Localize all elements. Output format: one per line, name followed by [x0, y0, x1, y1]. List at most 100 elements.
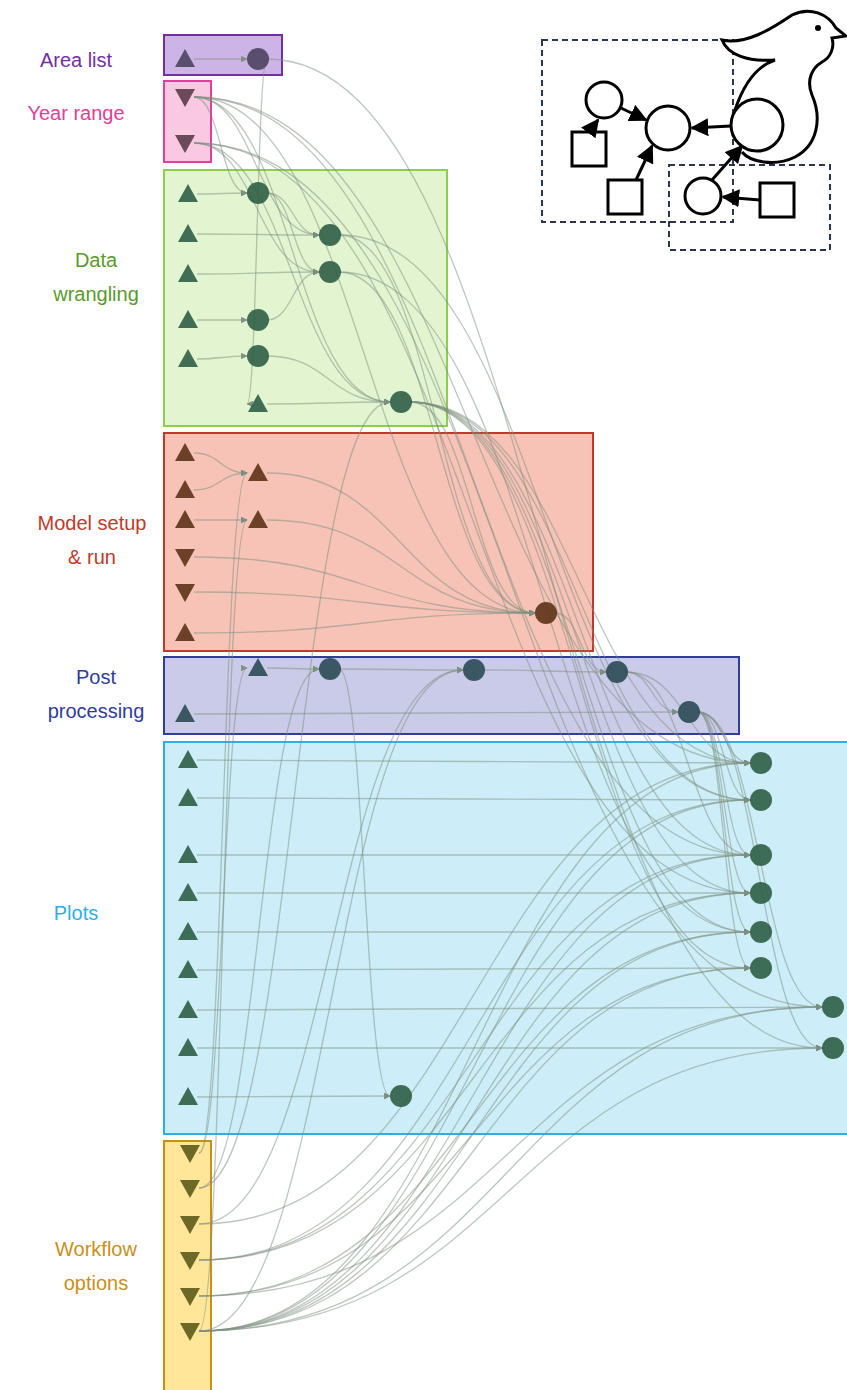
flow-line [410, 402, 750, 932]
target-triangle [178, 224, 198, 242]
group-band: Model setup & run [163, 432, 594, 652]
target-triangle [175, 89, 195, 107]
target-triangle [178, 788, 198, 806]
flow-lines [194, 59, 822, 1331]
flow-line [197, 892, 750, 893]
flow-line [199, 893, 750, 1331]
flow-line [199, 855, 750, 1260]
target-circle [750, 844, 772, 866]
target-triangle [175, 704, 195, 722]
flow-line [194, 143, 750, 893]
target-circle [750, 789, 772, 811]
target-triangle [178, 1038, 198, 1056]
logo-eye [815, 25, 821, 31]
group-label: Plots [1, 896, 151, 930]
flow-line [194, 712, 678, 714]
logo-frame [542, 40, 733, 222]
flow-line [194, 473, 247, 490]
target-triangle [178, 922, 198, 940]
target-circle [750, 921, 772, 943]
target-triangle [175, 584, 195, 602]
flow-line [199, 670, 463, 1224]
target-triangle [180, 1323, 200, 1341]
target-triangle [178, 264, 198, 282]
flow-line [194, 97, 319, 235]
target-triangle [248, 658, 268, 676]
target-triangle [178, 845, 198, 863]
target-triangle [175, 443, 195, 461]
group-label: Area list [1, 43, 151, 77]
flow-line [199, 968, 750, 1331]
logo-circle [586, 82, 622, 118]
target-triangle [178, 883, 198, 901]
flow-line [267, 59, 822, 1048]
flow-line [555, 613, 606, 672]
flow-line [698, 712, 750, 893]
flow-line [199, 800, 750, 1260]
flow-line [197, 319, 247, 320]
target-triangle [175, 623, 195, 641]
flow-line [199, 932, 750, 1296]
flow-line [194, 58, 247, 59]
flow-line [267, 668, 319, 669]
flow-line [698, 712, 822, 1007]
target-triangle [175, 510, 195, 528]
target-circle [463, 659, 485, 681]
logo-frame [669, 165, 830, 250]
flow-line [197, 1096, 390, 1097]
target-circle [319, 224, 341, 246]
flow-line [199, 473, 247, 1153]
flow-line [197, 193, 247, 194]
logo-arrow [621, 108, 646, 120]
flow-line [194, 97, 390, 402]
flow-line [339, 669, 463, 670]
target-triangle [178, 1000, 198, 1018]
target-circle [750, 752, 772, 774]
logo-arrow [636, 146, 652, 180]
target-circle [319, 261, 341, 283]
target-triangle [175, 49, 195, 67]
logo-arrow [589, 120, 598, 132]
flow-line [267, 193, 319, 235]
group-label: Model setup & run [33, 506, 151, 574]
flow-line [339, 272, 750, 932]
target-triangle [180, 1288, 200, 1306]
target-triangle [178, 349, 198, 367]
logo-circle [646, 106, 690, 150]
target-circle [750, 882, 772, 904]
flow-line [267, 402, 390, 404]
flow-line [194, 97, 535, 613]
flow-line [197, 760, 750, 763]
flow-line [267, 193, 319, 272]
flow-line [199, 800, 750, 1331]
flow-line [199, 763, 750, 1331]
flow-line [194, 557, 535, 613]
flow-line [197, 356, 247, 359]
target-circle [390, 1085, 412, 1107]
target-triangle [180, 1216, 200, 1234]
target-circle [247, 48, 269, 70]
flow-line [194, 519, 247, 520]
flow-line [194, 592, 535, 613]
logo-square [608, 180, 642, 214]
flow-line [194, 143, 390, 402]
logo-circle [731, 99, 783, 151]
flow-line [199, 670, 463, 1331]
target-circle [606, 661, 628, 683]
target-triangle [178, 184, 198, 202]
target-triangle [248, 463, 268, 481]
flow-line [339, 235, 535, 613]
target-circle [822, 1037, 844, 1059]
flow-line [410, 402, 750, 763]
target-circle [822, 996, 844, 1018]
target-circle [750, 957, 772, 979]
target-circle [247, 345, 269, 367]
flow-line [267, 272, 319, 320]
flow-line [199, 932, 750, 1331]
flow-line [267, 520, 535, 613]
group-label: Post processing [41, 660, 151, 728]
flow-line [199, 1007, 822, 1296]
flow-line [197, 234, 319, 235]
target-triangle [180, 1252, 200, 1270]
